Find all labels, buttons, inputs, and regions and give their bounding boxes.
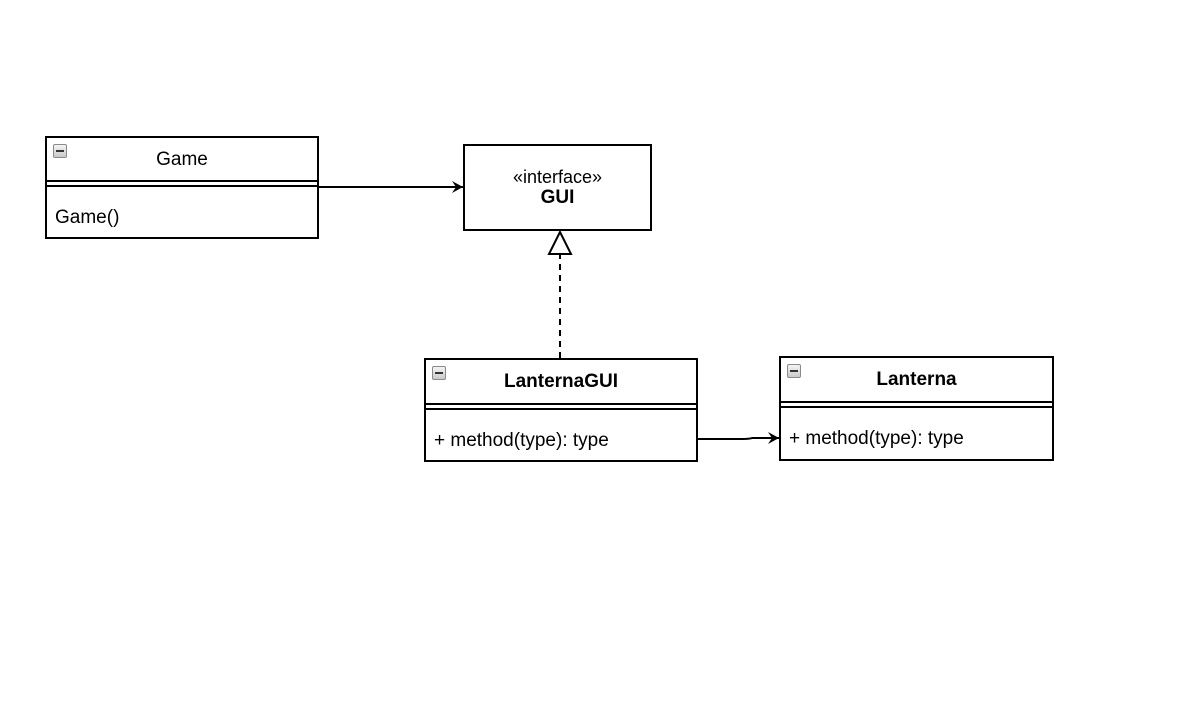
class-lanternagui-member: + method(type): type <box>434 430 609 451</box>
class-game-divider <box>47 185 317 187</box>
class-game[interactable]: Game Game() <box>45 136 319 239</box>
class-lanterna-divider <box>781 406 1052 408</box>
interface-gui-label: «interface» GUI <box>465 146 650 229</box>
class-game-member: Game() <box>55 207 120 228</box>
realization-arrowhead <box>547 229 573 255</box>
class-lanternagui-name: LanternaGUI <box>503 371 619 392</box>
interface-stereotype: «interface» <box>512 166 603 187</box>
class-lanterna[interactable]: Lanterna + method(type): type <box>779 356 1054 461</box>
class-lanternagui[interactable]: LanternaGUI + method(type): type <box>424 358 698 462</box>
collapse-icon[interactable] <box>53 144 67 158</box>
collapse-icon[interactable] <box>432 366 446 380</box>
class-game-name: Game <box>156 149 208 170</box>
class-lanterna-member: + method(type): type <box>789 428 964 449</box>
class-game-divider <box>47 180 317 182</box>
class-lanternagui-divider <box>426 408 696 410</box>
interface-gui-name: GUI <box>540 186 575 208</box>
collapse-icon[interactable] <box>787 364 801 378</box>
association-lanternagui-lanterna[interactable] <box>697 432 779 444</box>
interface-gui[interactable]: «interface» GUI <box>463 144 652 231</box>
class-lanterna-name: Lanterna <box>876 369 957 390</box>
class-lanternagui-divider <box>426 403 696 405</box>
class-lanterna-divider <box>781 401 1052 403</box>
